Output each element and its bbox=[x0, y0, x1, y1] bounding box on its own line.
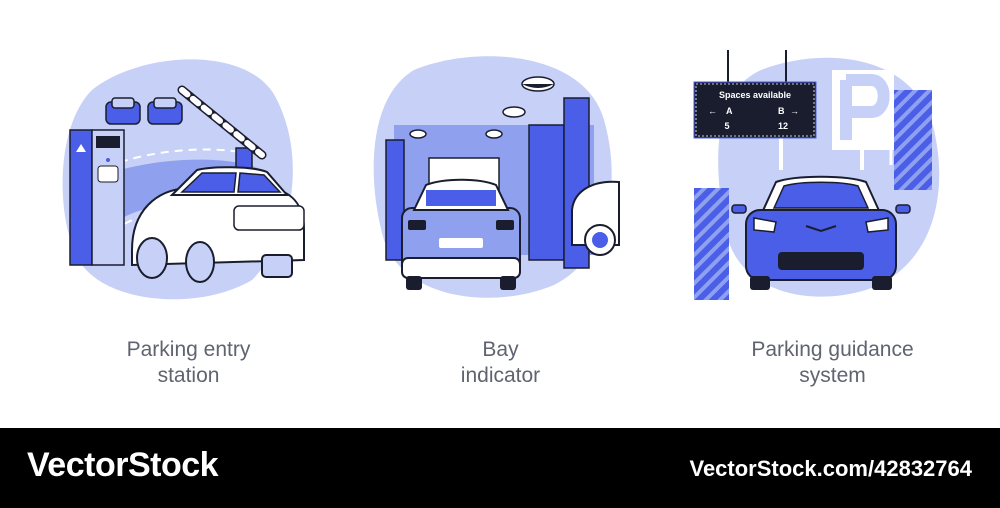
car-icon bbox=[131, 166, 305, 283]
ceiling-light-icon bbox=[409, 129, 427, 139]
caption-bay-indicator: Bay indicator bbox=[334, 337, 667, 389]
footer-bar: VectorStock VectorStock.com/42832764 bbox=[0, 428, 1000, 508]
sign-left-label: A bbox=[726, 106, 733, 116]
sign-left-count: 5 bbox=[724, 121, 729, 131]
sign-title: Spaces available bbox=[719, 90, 791, 100]
caption-parking-guidance: Parking guidance system bbox=[666, 337, 999, 389]
car-icon bbox=[147, 97, 183, 125]
car-icon bbox=[105, 97, 141, 125]
bay-indicator-illustration bbox=[373, 56, 620, 298]
caption-line: Parking entry bbox=[126, 338, 251, 361]
caption-line: Parking guidance bbox=[751, 338, 914, 361]
ceiling-light-icon bbox=[521, 76, 555, 92]
caption-line: station bbox=[157, 364, 220, 387]
panel-parking-guidance: Spaces available ← A B → 5 12 Parking gu… bbox=[666, 0, 999, 428]
sign-right-label: B bbox=[778, 106, 785, 116]
ceiling-light-icon bbox=[485, 129, 503, 139]
left-arrow-icon: ← bbox=[708, 106, 717, 116]
panel-parking-entry: Parking entry station bbox=[22, 0, 355, 428]
parking-sign-icon bbox=[779, 65, 894, 170]
parking-guidance-illustration: Spaces available ← A B → 5 12 bbox=[693, 50, 940, 300]
caption-line: Bay bbox=[482, 338, 519, 361]
car-icon bbox=[401, 178, 521, 290]
ticket-machine-icon bbox=[69, 129, 125, 266]
caption-parking-entry: Parking entry station bbox=[22, 337, 355, 389]
brand-logo: VectorStock bbox=[27, 446, 219, 484]
parking-entry-illustration bbox=[62, 59, 305, 300]
reference-link[interactable]: VectorStock.com/42832764 bbox=[689, 456, 972, 481]
caption-line: system bbox=[799, 364, 866, 387]
spaces-available-sign: Spaces available ← A B → 5 12 bbox=[693, 81, 817, 139]
right-arrow-icon: → bbox=[790, 106, 799, 116]
sign-right-count: 12 bbox=[778, 121, 788, 131]
caption-line: indicator bbox=[460, 364, 541, 387]
car-icon bbox=[731, 175, 911, 290]
panel-bay-indicator: Bay indicator bbox=[334, 0, 667, 428]
ceiling-light-icon bbox=[502, 106, 526, 118]
car-icon bbox=[571, 180, 620, 256]
